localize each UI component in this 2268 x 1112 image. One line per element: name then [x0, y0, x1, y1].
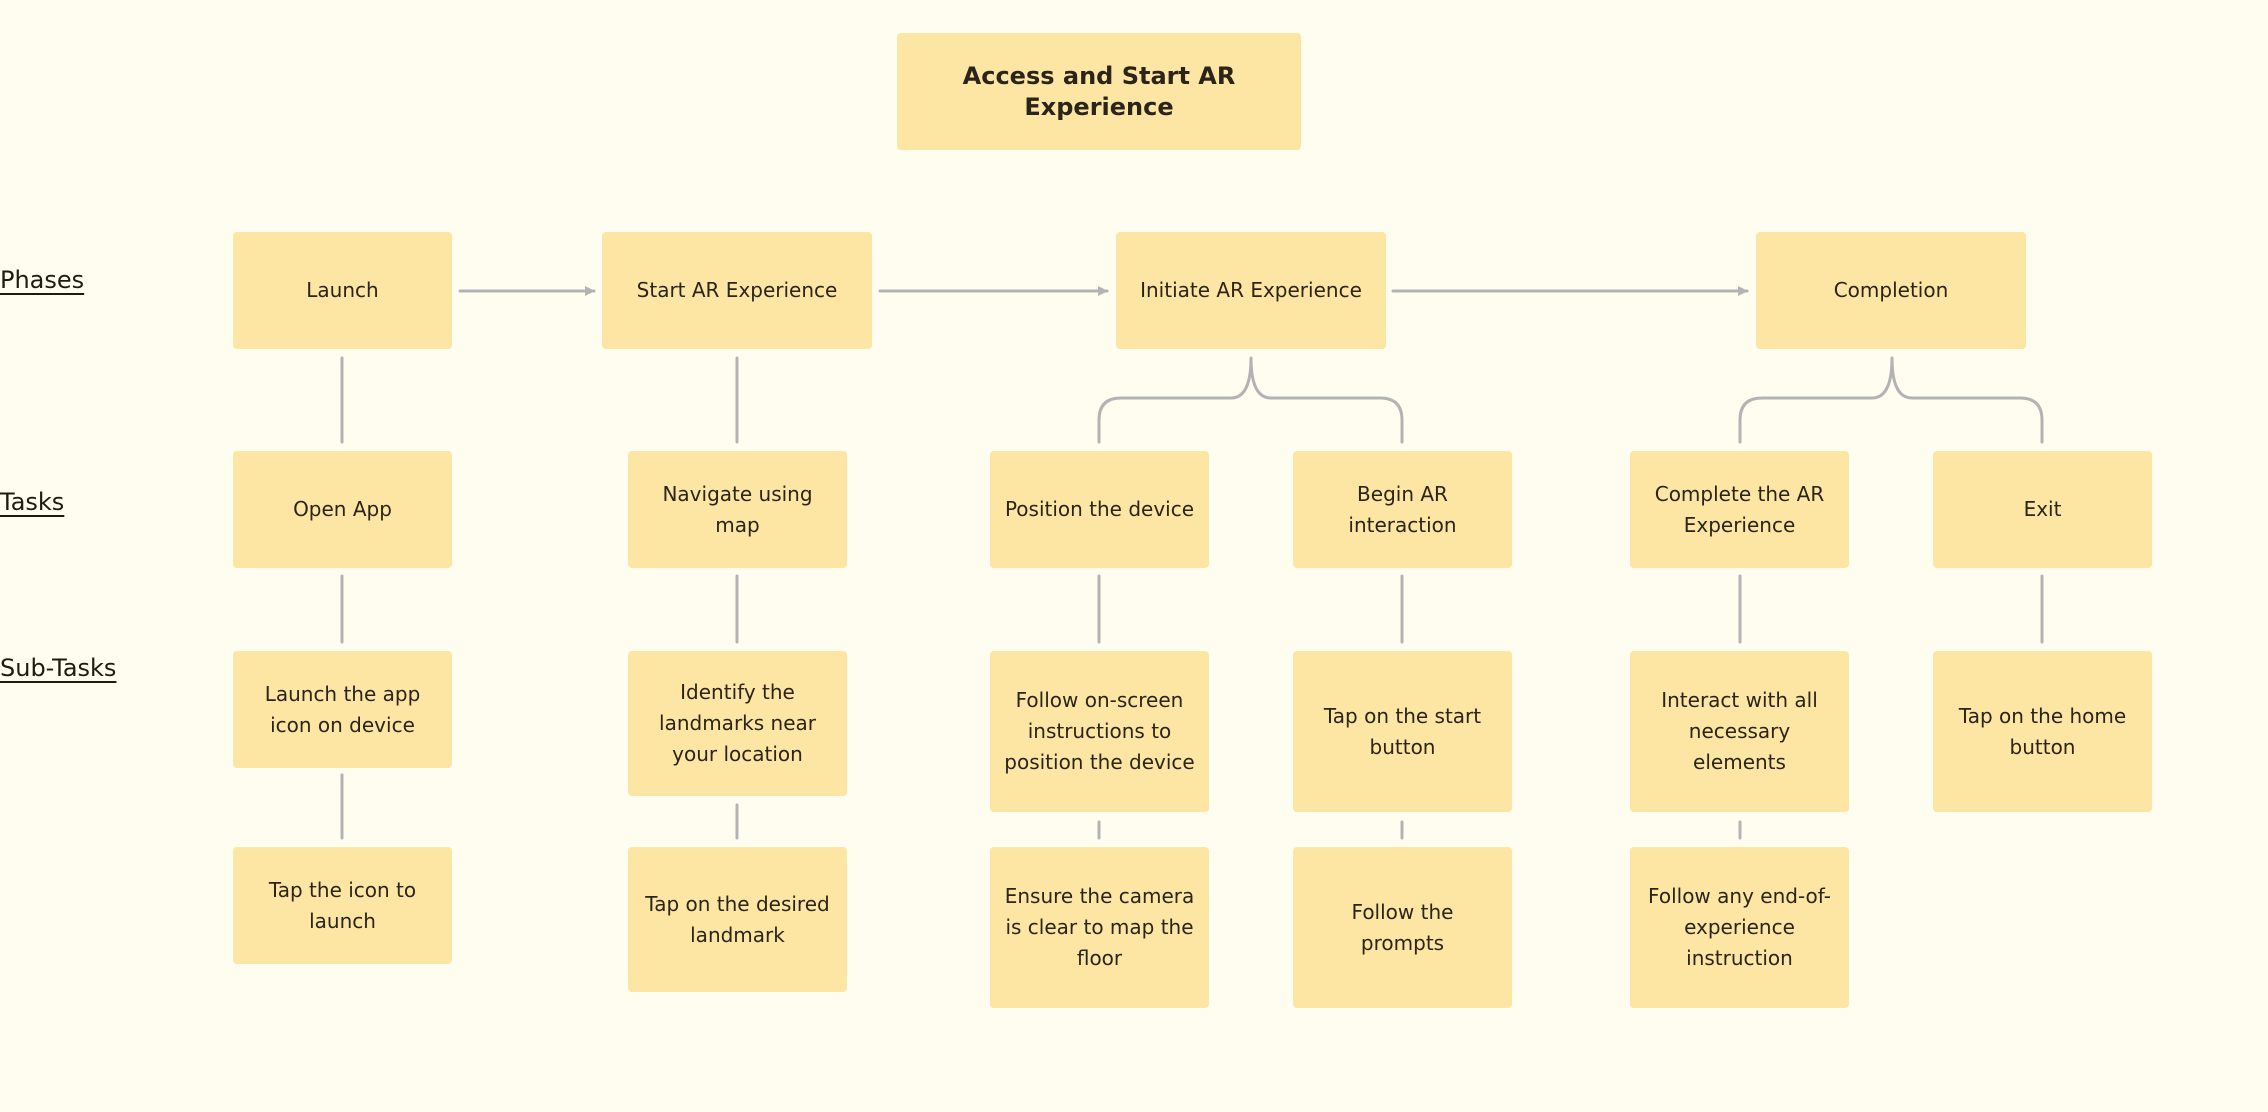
- task-navigate-using-map: Navigate using map: [628, 451, 847, 568]
- subtask-follow-on-screen-instructions: Follow on-screen instructions to positio…: [990, 651, 1209, 812]
- task-open-app: Open App: [233, 451, 452, 568]
- subtask-interact-necessary-elements: Interact with all necessary elements: [1630, 651, 1849, 812]
- task-complete-the-ar-experience: Complete the AR Experience: [1630, 451, 1849, 568]
- bracket-completion: [1738, 356, 2044, 444]
- subtask-tap-start-button: Tap on the start button: [1293, 651, 1512, 812]
- subtask-tap-desired-landmark: Tap on the desired landmark: [628, 847, 847, 992]
- subtask-follow-end-of-experience: Follow any end-of-experience instruction: [1630, 847, 1849, 1008]
- phase-start-ar-experience: Start AR Experience: [602, 232, 872, 349]
- subtask-launch-app-icon: Launch the app icon on device: [233, 651, 452, 768]
- task-exit: Exit: [1933, 451, 2152, 568]
- diagram-title: Access and Start AR Experience: [897, 33, 1301, 150]
- subtask-identify-landmarks: Identify the landmarks near your locatio…: [628, 651, 847, 796]
- row-label-phases: Phases: [0, 266, 85, 294]
- bracket-initiate: [1097, 356, 1404, 444]
- subtask-ensure-camera-clear: Ensure the camera is clear to map the fl…: [990, 847, 1209, 1008]
- phase-initiate-ar-experience: Initiate AR Experience: [1116, 232, 1386, 349]
- subtask-tap-icon-to-launch: Tap the icon to launch: [233, 847, 452, 964]
- subtask-follow-the-prompts: Follow the prompts: [1293, 847, 1512, 1008]
- row-label-subtasks: Sub-Tasks: [0, 654, 117, 682]
- task-begin-ar-interaction: Begin AR interaction: [1293, 451, 1512, 568]
- subtask-tap-home-button: Tap on the home button: [1933, 651, 2152, 812]
- row-label-tasks: Tasks: [0, 488, 65, 516]
- phase-completion: Completion: [1756, 232, 2026, 349]
- phase-launch: Launch: [233, 232, 452, 349]
- task-position-the-device: Position the device: [990, 451, 1209, 568]
